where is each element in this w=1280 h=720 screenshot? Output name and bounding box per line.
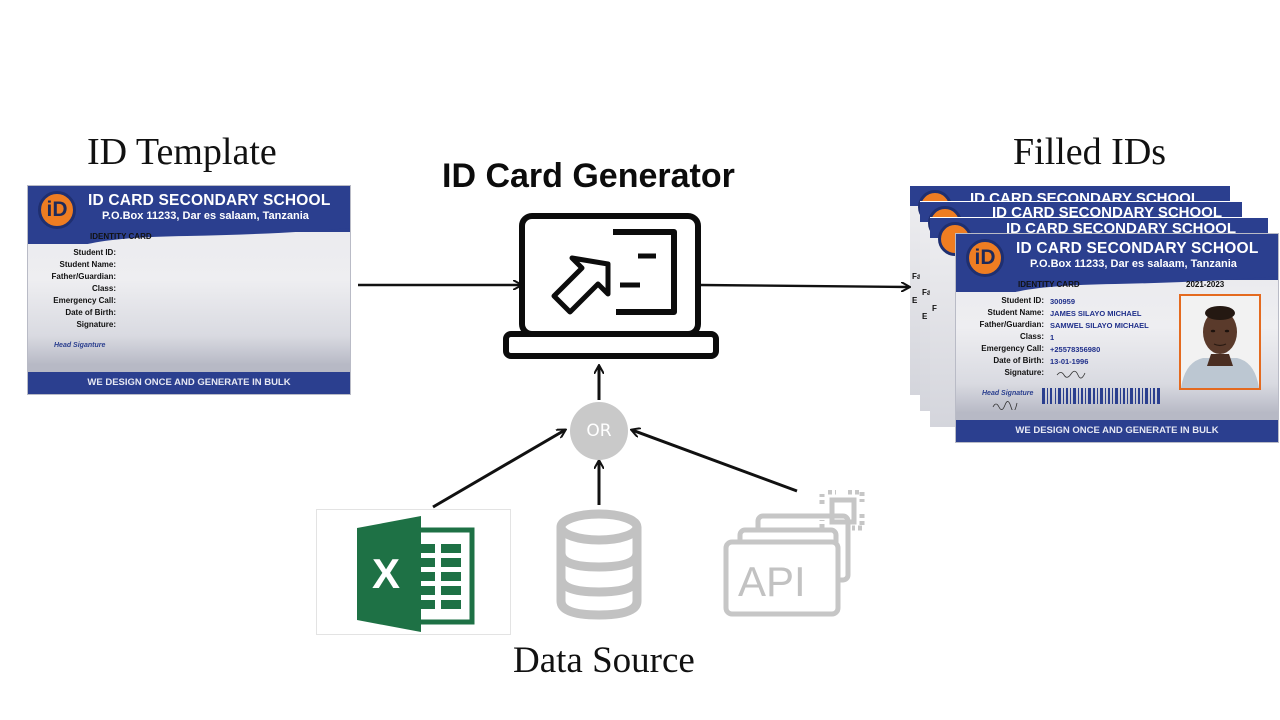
api-to-or-arrow <box>632 430 798 493</box>
school-name: ID CARD SECONDARY SCHOOL <box>992 204 1223 221</box>
validity-years: 2021-2023 <box>1186 280 1225 289</box>
card-type: IDENTITY CARD <box>1018 280 1080 289</box>
api-icon: API <box>723 490 865 617</box>
card-footer: WE DESIGN ONCE AND GENERATE IN BULK <box>956 420 1278 442</box>
excel-source: X <box>316 509 511 635</box>
filled-id-card: iD ID CARD SECONDARY SCHOOL P.O.Box 1123… <box>955 233 1279 443</box>
student-signature <box>1056 370 1086 379</box>
generator-to-filled-arrow <box>699 285 909 287</box>
template-id-card: iD ID CARD SECONDARY SCHOOL P.O.Box 1123… <box>27 185 351 395</box>
header-curve <box>956 272 1278 292</box>
field-value: 300959 <box>1050 297 1076 306</box>
excel-letter: X <box>372 550 400 597</box>
school-name: ID CARD SECONDARY SCHOOL <box>88 192 331 209</box>
field-label: Student ID: <box>1001 296 1044 305</box>
field-label: Emergency Call: <box>981 344 1044 353</box>
excel-to-or-arrow <box>432 430 565 509</box>
field-label: Signature: <box>76 320 116 329</box>
field-label: Date of Birth: <box>65 308 116 317</box>
field-value: JAMES SILAYO MICHAEL <box>1050 309 1142 318</box>
excel-icon: X <box>357 516 475 632</box>
generator-heading: ID Card Generator <box>442 157 735 195</box>
field-label: Date of Birth: <box>993 356 1044 365</box>
school-name: ID CARD SECONDARY SCHOOL <box>1016 240 1259 257</box>
logo-icon: iD <box>966 239 1004 277</box>
database-icon <box>556 509 642 620</box>
logo-icon: iD <box>38 191 76 229</box>
laptop-export-icon <box>503 213 719 359</box>
field-label-fragment: F <box>932 304 937 313</box>
card-type: IDENTITY CARD <box>90 232 152 241</box>
field-label-fragment: Fa <box>912 272 922 281</box>
header-curve <box>28 224 350 244</box>
head-signature-label: Head Siganture <box>54 342 106 349</box>
student-photo <box>1179 294 1261 390</box>
field-label: Class: <box>91 284 116 293</box>
field-label: Signature: <box>1004 368 1044 377</box>
field-label: Student Name: <box>987 308 1044 317</box>
field-label: Class: <box>1019 332 1044 341</box>
field-label-fragment: E <box>922 312 928 321</box>
field-value: SAMWEL SILAYO MICHAEL <box>1050 321 1149 330</box>
head-signature-label: Head Signature <box>982 390 1034 397</box>
field-label: Father/Guardian: <box>51 272 116 281</box>
card-footer: WE DESIGN ONCE AND GENERATE IN BULK <box>28 372 350 394</box>
school-address: P.O.Box 11233, Dar es salaam, Tanzania <box>102 210 309 222</box>
template-heading: ID Template <box>87 131 277 173</box>
field-label: Father/Guardian: <box>979 320 1044 329</box>
head-signature <box>992 401 1018 410</box>
field-label-fragment: Fa <box>922 288 932 297</box>
field-label: Emergency Call: <box>53 296 116 305</box>
field-value: +25578356980 <box>1050 345 1101 354</box>
field-label: Student ID: <box>73 248 116 257</box>
field-value: 13-01-1996 <box>1050 357 1089 366</box>
data-source-heading: Data Source <box>513 640 695 681</box>
school-address: P.O.Box 11233, Dar es salaam, Tanzania <box>1030 258 1237 270</box>
school-name: ID CARD SECONDARY SCHOOL <box>1006 220 1237 237</box>
field-label-fragment: E <box>912 296 918 305</box>
field-value: 1 <box>1050 333 1055 342</box>
barcode <box>1042 388 1160 404</box>
or-node: OR <box>570 402 628 460</box>
filled-heading: Filled IDs <box>1013 131 1167 173</box>
field-label: Student Name: <box>59 260 116 269</box>
api-label: API <box>738 558 806 605</box>
